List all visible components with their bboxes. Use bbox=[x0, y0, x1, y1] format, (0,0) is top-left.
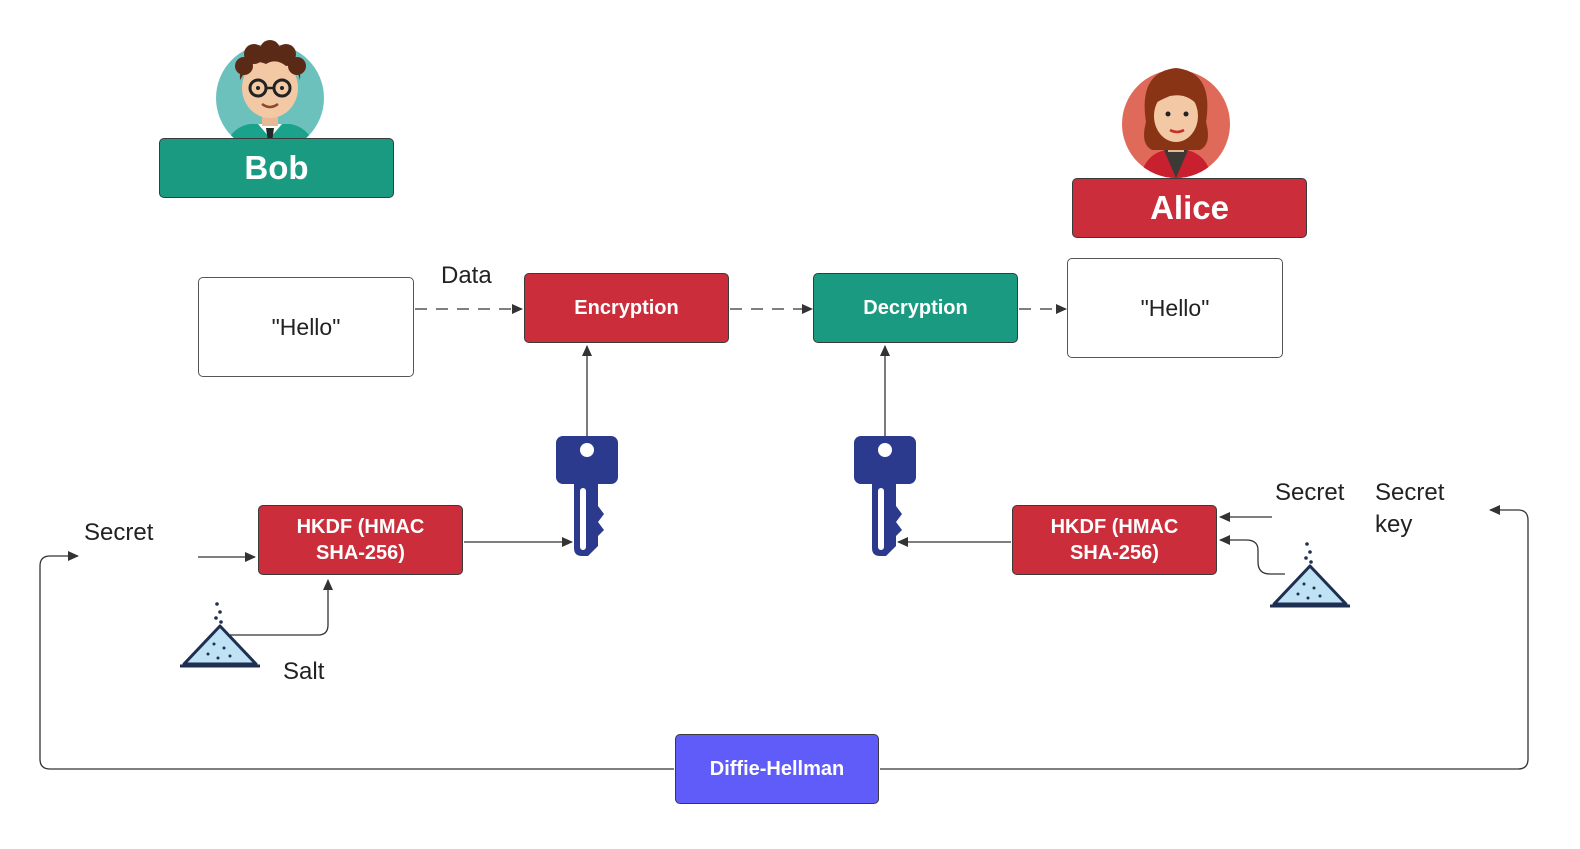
salt-icon bbox=[1270, 542, 1350, 608]
hkdf-right-box: HKDF (HMAC SHA-256) bbox=[1012, 505, 1217, 575]
secret-key-label: Secret key bbox=[1375, 479, 1445, 538]
secret-right-label: Secret bbox=[1275, 479, 1345, 506]
alice-name: Alice bbox=[1150, 189, 1229, 226]
encryption-label: Encryption bbox=[574, 297, 679, 319]
avatar-bob-icon bbox=[216, 40, 324, 152]
avatar-alice-icon bbox=[1122, 68, 1230, 178]
bob-name-box: Bob bbox=[159, 138, 394, 198]
encryption-box: Encryption bbox=[524, 273, 729, 343]
message-box-right: "Hello" bbox=[1067, 258, 1283, 358]
alice-name-box: Alice bbox=[1072, 178, 1307, 238]
message-text-left: "Hello" bbox=[271, 313, 341, 340]
message-text-right: "Hello" bbox=[1140, 294, 1210, 321]
hkdf-left-label: HKDF (HMAC SHA-256) bbox=[296, 516, 425, 564]
input-arrows bbox=[198, 512, 1285, 636]
key-arrows bbox=[464, 345, 1011, 547]
decryption-box: Decryption bbox=[813, 273, 1018, 343]
hkdf-left-box: HKDF (HMAC SHA-256) bbox=[258, 505, 463, 575]
bob-name: Bob bbox=[244, 149, 309, 186]
secret-left-label: Secret bbox=[84, 519, 154, 546]
key-icon bbox=[556, 436, 618, 556]
salt-label: Salt bbox=[283, 658, 325, 685]
diffie-hellman-label: Diffie-Hellman bbox=[709, 758, 845, 780]
key-icon bbox=[854, 436, 916, 556]
hkdf-right-label: HKDF (HMAC SHA-256) bbox=[1050, 516, 1179, 564]
diffie-hellman-loop bbox=[39, 505, 1529, 770]
decryption-label: Decryption bbox=[863, 297, 968, 319]
diffie-hellman-box: Diffie-Hellman bbox=[675, 734, 879, 804]
data-label: Data bbox=[441, 262, 492, 289]
salt-icon bbox=[180, 602, 260, 668]
message-box-left: "Hello" bbox=[198, 277, 414, 377]
